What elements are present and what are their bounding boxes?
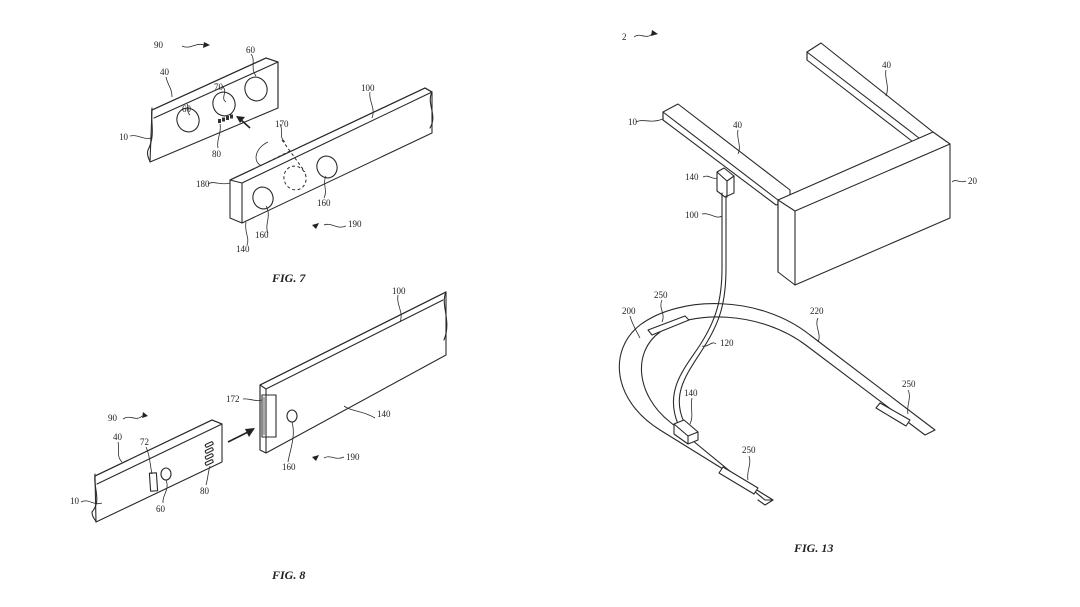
figure-7: 90 40 60 70 60 10 80 100 170 180 160 160… xyxy=(119,40,434,285)
fig13-label-140a: 140 xyxy=(685,172,699,182)
fig8-label-190: 190 xyxy=(346,452,360,462)
fig8-label-160: 160 xyxy=(282,462,296,472)
fig7-caption: FIG. 7 xyxy=(271,271,306,285)
fig8-label-90: 90 xyxy=(108,413,118,423)
fig13-label-250a: 250 xyxy=(654,290,668,300)
fig8-label-80: 80 xyxy=(200,486,210,496)
fig13-label-200: 200 xyxy=(622,306,636,316)
fig7-hole-70 xyxy=(212,91,236,117)
fig8-label-172: 172 xyxy=(226,394,240,404)
fig8-label-40: 40 xyxy=(113,432,123,442)
fig13-cable-120 xyxy=(672,192,723,425)
figure-8: 90 40 72 10 60 80 172 140 100 160 190 FI… xyxy=(70,286,448,582)
fig13-label-100: 100 xyxy=(685,210,699,220)
fig8-module-10 xyxy=(91,419,223,523)
fig7-label-190: 190 xyxy=(348,219,362,229)
fig13-label-250b: 250 xyxy=(902,379,916,389)
fig8-port-72 xyxy=(148,472,159,492)
fig8-label-10: 10 xyxy=(70,496,80,506)
fig13-label-10: 10 xyxy=(628,117,638,127)
fig7-contacts-80 xyxy=(218,114,233,123)
fig13-pad-250a xyxy=(647,315,690,336)
fig7-cable-100 xyxy=(229,87,434,224)
fig13-eyewear-frame xyxy=(662,42,951,286)
fig8-label-72: 72 xyxy=(140,437,149,447)
fig7-hole-60b xyxy=(244,76,268,102)
fig8-caption: FIG. 8 xyxy=(271,568,305,582)
fig8-cable-100 xyxy=(259,291,448,454)
fig13-label-20: 20 xyxy=(968,176,978,186)
fig7-hole-60a xyxy=(176,107,200,133)
fig13-connector-140 xyxy=(673,419,699,445)
fig13-label-140b: 140 xyxy=(684,388,698,398)
fig7-label-70: 70 xyxy=(214,82,224,92)
fig7-label-180: 180 xyxy=(196,179,210,189)
fig13-pad-250b xyxy=(875,402,911,427)
fig8-socket-172 xyxy=(261,394,277,438)
fig7-hidden-socket-170 xyxy=(283,165,307,191)
figure-13: 2 40 10 40 140 20 100 250 200 220 120 14… xyxy=(618,30,978,555)
fig7-label-10: 10 xyxy=(119,132,129,142)
fig8-contacts-80 xyxy=(204,441,214,466)
fig13-label-220: 220 xyxy=(810,306,824,316)
fig8-label-140: 140 xyxy=(377,409,391,419)
fig13-headband-200 xyxy=(618,303,936,506)
fig13-label-250c: 250 xyxy=(742,445,756,455)
fig7-module-10 xyxy=(146,57,279,163)
fig7-label-160b: 160 xyxy=(317,198,331,208)
fig7-label-60b: 60 xyxy=(246,45,256,55)
fig7-label-80: 80 xyxy=(212,149,222,159)
fig7-hole-160b xyxy=(316,155,338,179)
fig7-label-90: 90 xyxy=(154,40,164,50)
fig8-label-100: 100 xyxy=(392,286,406,296)
fig13-label-40b: 40 xyxy=(733,120,743,130)
fig13-label-120: 120 xyxy=(720,338,734,348)
fig8-label-60: 60 xyxy=(156,504,166,514)
fig7-label-40: 40 xyxy=(160,67,170,77)
fig13-caption: FIG. 13 xyxy=(793,541,833,555)
fig13-pad-250c xyxy=(718,466,759,495)
fig7-label-60a: 60 xyxy=(182,104,192,114)
fig7-label-100: 100 xyxy=(361,83,375,93)
fig13-label-2: 2 xyxy=(622,32,627,42)
fig7-label-170: 170 xyxy=(275,119,289,129)
fig7-label-160a: 160 xyxy=(255,230,269,240)
fig8-insert-arrow xyxy=(227,431,249,443)
fig13-label-40a: 40 xyxy=(882,60,892,70)
fig7-label-140: 140 xyxy=(236,244,250,254)
